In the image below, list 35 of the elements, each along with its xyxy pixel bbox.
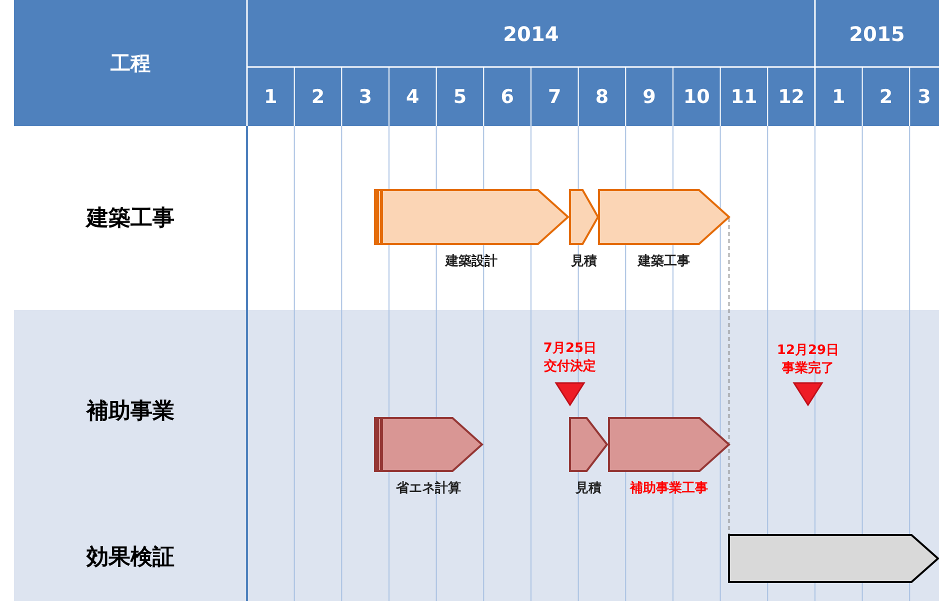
row-label: 効果検証	[85, 544, 176, 572]
row-band	[14, 512, 939, 601]
bar-caption: 省エネ計算	[396, 480, 461, 497]
milestone-label: 7月25日	[542, 340, 598, 358]
bar-caption: 建築工事	[638, 253, 690, 270]
month-heading: 5	[453, 86, 467, 108]
month-heading: 3	[358, 86, 372, 108]
month-heading: 6	[500, 86, 514, 108]
month-heading: 8	[595, 86, 609, 108]
row-label: 建築工事	[84, 205, 176, 233]
year-heading: 2014	[503, 22, 559, 46]
month-heading: 3	[918, 86, 931, 108]
bar-caption: 見積	[576, 480, 602, 497]
bar-caption: 建築設計	[446, 252, 498, 270]
month-heading: 4	[406, 86, 420, 108]
month-heading: 1	[264, 86, 278, 108]
task-bar	[729, 535, 938, 582]
month-heading: 1	[832, 86, 846, 108]
bar-caption: 補助事業工事	[630, 480, 708, 497]
milestone-label: 交付決定	[543, 358, 597, 376]
connector-line	[728, 218, 730, 536]
month-heading: 11	[730, 86, 758, 108]
row-label: 補助事業	[84, 398, 176, 426]
month-heading: 7	[548, 86, 562, 108]
row-band	[14, 310, 939, 513]
bar-caption: 見積	[571, 253, 597, 270]
milestone-label: 12月29日	[776, 342, 840, 360]
month-heading: 10	[683, 86, 710, 108]
month-heading: 2	[879, 86, 893, 108]
column-heading: 工程	[110, 50, 150, 76]
year-heading: 2015	[849, 22, 905, 46]
month-heading: 2	[311, 86, 325, 108]
month-heading: 9	[642, 86, 656, 108]
month-heading: 12	[778, 86, 805, 108]
milestone-label: 事業完了	[781, 360, 835, 378]
